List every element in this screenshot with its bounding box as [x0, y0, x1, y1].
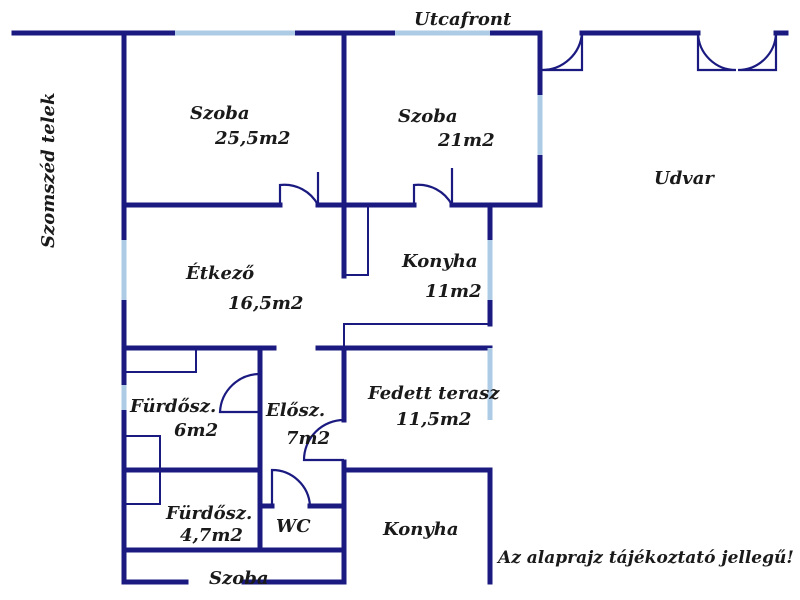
room-area-bath-1: 6m2: [174, 420, 219, 441]
yard-label: Udvar: [654, 168, 714, 189]
neighbor-label: Szomszéd telek: [38, 92, 59, 248]
room-name-szoba-2: Szoba: [398, 106, 458, 127]
room-area-szoba-1: 25,5m2: [215, 128, 291, 149]
room-name-hall: Elősz.: [266, 400, 326, 421]
street-label: Utcafront: [414, 9, 512, 30]
room-name-kitchen: Konyha: [402, 251, 478, 272]
room-name-wc: WC: [276, 516, 311, 537]
room-name-szoba-1: Szoba: [190, 103, 250, 124]
room-area-dining: 16,5m2: [228, 293, 304, 314]
room-area-hall: 7m2: [286, 428, 331, 449]
room-area-terrace: 11,5m2: [396, 409, 472, 430]
room-name-terrace: Fedett terasz: [368, 383, 500, 404]
doors: [218, 30, 789, 507]
room-area-szoba-2: 21m2: [438, 130, 495, 151]
room-name-bath-2: Fürdősz.: [166, 503, 253, 524]
room-name-bath-1: Fürdősz.: [130, 396, 217, 417]
room-name-kitchen-2: Konyha: [383, 519, 459, 540]
room-name-szoba-3: Szoba: [209, 568, 269, 589]
room-area-kitchen: 11m2: [425, 281, 482, 302]
walls: [11, 30, 701, 585]
fixtures: [123, 204, 490, 505]
room-area-bath-2: 4,7m2: [180, 525, 243, 546]
windows: [121, 30, 543, 420]
disclaimer: Az alaprajz tájékoztató jellegű!: [498, 548, 794, 568]
room-name-dining: Étkező: [186, 263, 255, 284]
